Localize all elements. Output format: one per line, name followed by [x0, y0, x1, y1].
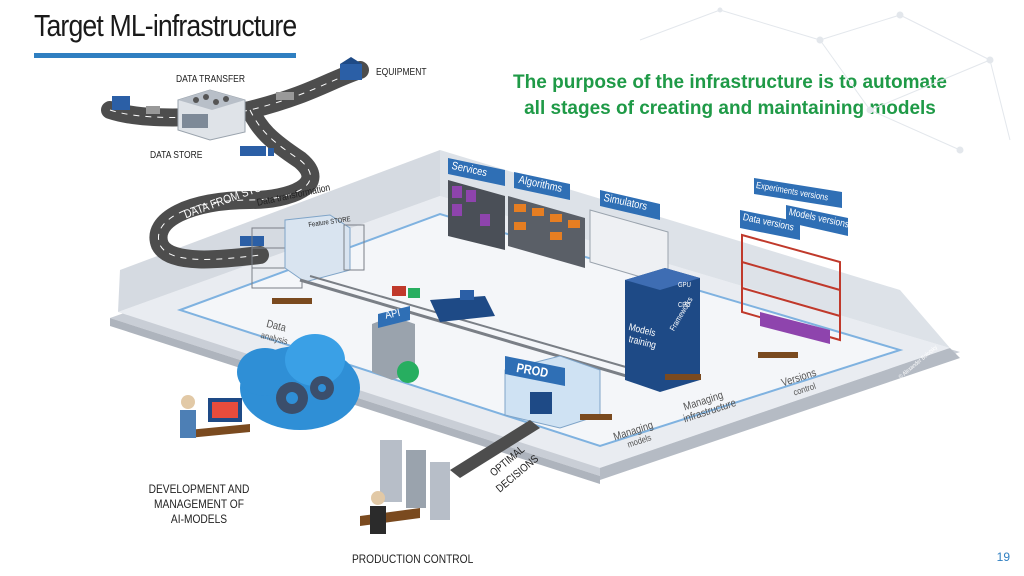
models-training-tower: [625, 268, 700, 392]
services-rack: [448, 158, 505, 250]
purpose-line-1: The purpose of the infrastructure is to …: [513, 72, 947, 93]
page-title: Target ML-infrastructure: [34, 8, 297, 43]
api-server: [372, 306, 419, 383]
gpu-label: GPU: [678, 282, 691, 289]
development-label-line-2: MANAGEMENT OF: [154, 497, 244, 511]
optimal-decisions-conveyor: [450, 420, 540, 478]
development-label-line-1: DEVELOPMENT AND: [148, 482, 250, 496]
developer-desk: [180, 395, 250, 438]
data-store-label: DATA STORE: [150, 150, 203, 161]
production-control-label: PRODUCTION CONTROL: [352, 552, 474, 566]
data-train: [392, 286, 495, 322]
cpu-label: CPU: [678, 302, 691, 309]
purpose-line-2: all stages of creating and maintaining m…: [524, 98, 936, 119]
data-road: [101, 61, 369, 269]
data-transformation-station: [251, 214, 365, 289]
versions-shelves: [740, 178, 848, 344]
workstations: [272, 298, 798, 420]
development-label: DEVELOPMENT AND MANAGEMENT OF AI-MODELS: [144, 482, 255, 527]
page-number: 19: [996, 550, 1010, 564]
algorithms-shelves: [508, 172, 585, 268]
data-transfer-label: DATA TRANSFER: [176, 74, 245, 85]
equipment-building: [112, 57, 362, 110]
network-mesh-decoration: [639, 7, 1011, 154]
equipment-label: EQUIPMENT: [376, 67, 427, 78]
cloud-gears: [237, 334, 360, 430]
production-control-servers: [360, 440, 450, 534]
prod-building: [504, 355, 601, 429]
development-label-line-3: AI-MODELS: [170, 512, 228, 526]
conveyor-rail: [299, 275, 651, 382]
purpose-statement: The purpose of the infrastructure is to …: [470, 70, 990, 122]
title-underline: [34, 53, 296, 58]
data-store-building: [177, 89, 246, 141]
